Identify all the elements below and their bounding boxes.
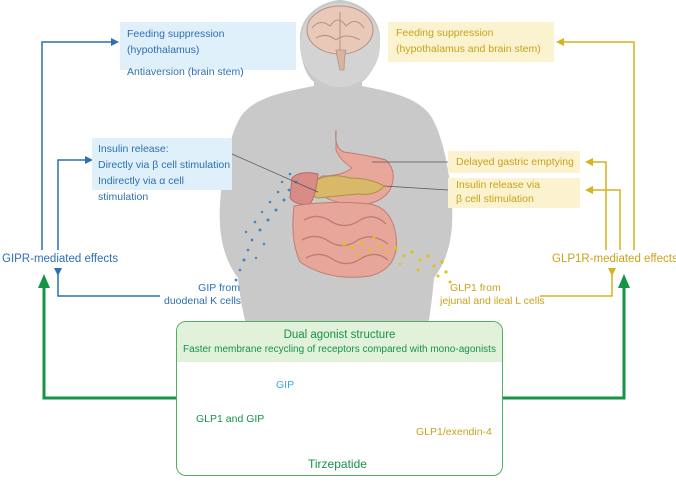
gipr-feeding-line-2: Antiaversion (brain stem) [127,66,244,78]
glp1-particles [342,236,452,284]
tirzepatide-label: Tirzepatide [308,457,367,471]
intestines-icon [292,201,397,278]
gipr-insulin-box: Insulin release: Directly via β cell sti… [92,138,232,203]
dual-agonist-title: Dual agonist structure [283,329,396,341]
gipr-arrows [41,41,160,297]
glp1r-insulin-line-1: Insulin release via [456,179,541,191]
dual-agonist-subtitle: Faster membrane recycling of receptors c… [183,344,496,355]
tirzepatide-arrows [42,286,626,400]
glp1r-insulin-box: Insulin release via β cell stimulation [448,178,580,208]
dual-agonist-header: Dual agonist structure Faster membrane r… [177,322,502,362]
gip-source-line-2: duodenal K cells [164,295,242,307]
gipr-insulin-line-1: Insulin release: [98,143,169,155]
glp1r-feeding-line-1: Feeding suppression [396,27,494,39]
gipr-arrowheads [54,38,119,276]
glp1-source-line-2: jejunal and ileal L cells [440,295,545,307]
gip-particles [234,172,298,282]
glp1r-gastric-box: Delayed gastric emptying [448,151,580,173]
glp1r-feeding-line-2: (hypothalamus and brain stem) [396,43,541,55]
gipr-effects-label: GIPR-mediated effects [2,253,119,265]
dual-agonist-panel: Dual agonist structure Faster membrane r… [176,321,503,476]
gipr-insulin-line-3: Indirectly via α cell stimulation [98,175,185,203]
peptide-label-gip: GIP [276,379,295,391]
peptide-label-glp1-exendin: GLP1/exendin-4 [416,426,492,438]
pancreas-leader-right [383,185,449,191]
pancreas-leader-left [231,153,319,193]
gipr-feeding-box: Feeding suppression (hypothalamus) Antia… [120,22,296,78]
glp1r-arrows [540,41,635,297]
pancreas-icon [309,175,385,199]
glp1r-effects-label: GLP1R-mediated effects [552,253,676,265]
brain-icon [306,5,374,71]
peptide-label-glp1-and-gip: GLP1 and GIP [196,413,265,425]
glp1-source-line-1: GLP1 from [450,282,501,294]
duodenum-icon [289,172,319,205]
gipr-feeding-line-1: Feeding suppression (hypothalamus) [127,28,225,56]
tirzepatide-arrowheads [38,274,630,288]
glp1r-insulin-line-2: β cell stimulation [456,193,534,205]
glp1r-gastric-line: Delayed gastric emptying [456,156,574,168]
glp1r-feeding-box: Feeding suppression (hypothalamus and br… [388,22,554,62]
glp1-source-label: GLP1 from jejunal and ileal L cells [440,282,545,308]
gip-source-line-1: GIP from [198,282,240,294]
gipr-insulin-line-2: Directly via β cell stimulation [98,159,231,171]
glp1r-arrowheads [556,38,616,276]
gip-source-label: GIP from duodenal K cells [164,282,242,308]
